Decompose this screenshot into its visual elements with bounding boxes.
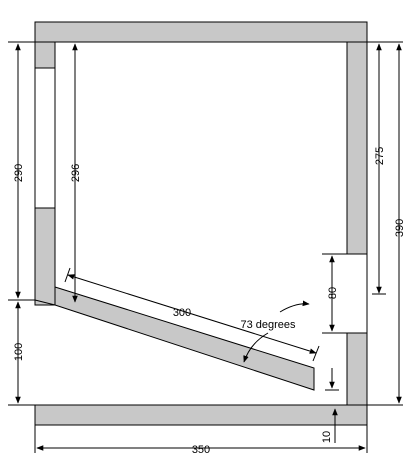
dim-label-350: 350 [192,444,210,456]
dim-label-290: 290 [13,164,25,182]
dim-label-296: 296 [70,164,82,182]
left-panel-upper [34,41,56,69]
sloped-baffle [54,286,315,391]
right-panel-lower [346,332,368,406]
dim-label-275: 275 [374,147,386,165]
dim-label-10: 10 [321,431,333,443]
top-panel [34,21,368,43]
left-panel-lower [34,207,56,306]
bottom-panel [34,404,368,426]
dim-arrow-300 [67,274,317,354]
dim-label-390: 390 [394,219,406,237]
dim-label-80: 80 [327,287,339,299]
angle-leader [279,300,310,313]
right-panel-upper [346,41,368,255]
angle-label: 73 degrees [240,319,296,331]
angle-arc [243,332,269,363]
dim-label-300: 300 [173,307,191,319]
bottom-slant-line [34,299,56,306]
slope-tick-end [312,345,320,362]
dim-label-100: 100 [13,343,25,361]
